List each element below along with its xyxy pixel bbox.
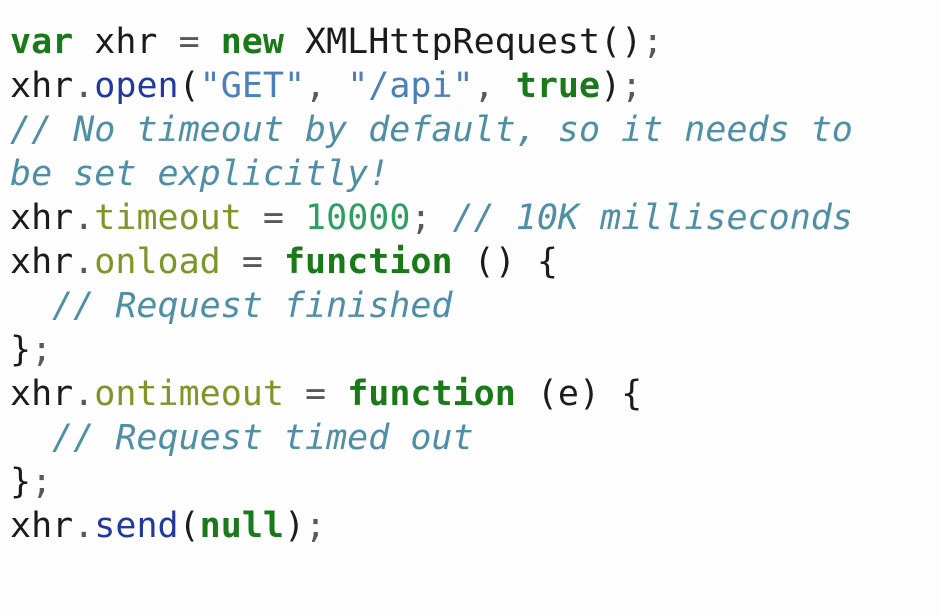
code-token-pl — [431, 198, 452, 238]
code-token-pl: (e) { — [515, 374, 643, 414]
code-token-pl — [326, 66, 347, 106]
code-token-kw: true — [515, 66, 601, 106]
code-token-pu: , — [305, 66, 327, 106]
code-token-pu: . — [73, 66, 95, 106]
code-token-pu: = — [178, 22, 200, 62]
code-token-pr: onload — [94, 242, 221, 282]
code-line: xhr.ontimeout = function (e) { — [10, 372, 934, 416]
code-token-pr: ontimeout — [94, 374, 284, 414]
code-token-pl — [221, 242, 242, 282]
code-token-co: // Request timed out — [10, 418, 474, 458]
code-token-pl: } — [10, 330, 32, 370]
code-token-pl: ( — [178, 506, 200, 546]
code-token-pl — [242, 198, 263, 238]
code-token-kw: function — [283, 242, 453, 282]
code-line: // Request timed out — [10, 416, 934, 460]
code-token-pl: xhr — [10, 506, 74, 546]
code-token-pl: xhr — [10, 66, 74, 106]
code-line: xhr.onload = function () { — [10, 240, 934, 284]
code-token-pu: . — [73, 198, 95, 238]
code-token-st: "/api" — [347, 66, 474, 106]
code-token-co: // Request finished — [10, 286, 453, 326]
code-token-pu: = — [241, 242, 263, 282]
code-token-pu: ; — [410, 198, 432, 238]
code-token-pl: ( — [178, 66, 200, 106]
code-token-pl: ) — [600, 66, 622, 106]
code-token-pu: . — [73, 374, 95, 414]
code-token-pu: = — [262, 198, 284, 238]
code-token-pu: , — [473, 66, 495, 106]
code-token-pu: ; — [31, 462, 53, 502]
code-block: var xhr = new XMLHttpRequest();xhr.open(… — [10, 20, 934, 548]
code-token-pl — [284, 374, 305, 414]
code-line: // No timeout by default, so it needs to — [10, 108, 934, 152]
code-token-pl — [284, 198, 305, 238]
code-line: xhr.timeout = 10000; // 10K milliseconds — [10, 196, 934, 240]
code-token-pl: ) — [283, 506, 306, 546]
code-token-co: // 10K milliseconds — [452, 198, 853, 238]
code-token-pl: XMLHttpRequest() — [283, 22, 643, 62]
code-token-fn: open — [94, 66, 179, 106]
code-line: var xhr = new XMLHttpRequest(); — [10, 20, 934, 64]
code-token-kw: null — [199, 506, 284, 546]
code-token-pl: () { — [452, 242, 558, 282]
code-line: }; — [10, 328, 934, 372]
code-token-pu: . — [73, 242, 95, 282]
code-token-pl: xhr — [10, 198, 74, 238]
code-token-kw: var — [10, 22, 74, 62]
code-token-pu: = — [305, 374, 327, 414]
code-token-pu: ; — [621, 66, 643, 106]
code-line: be set explicitly! — [10, 152, 934, 196]
code-token-kw: function — [347, 374, 516, 414]
code-token-kw: new — [220, 22, 284, 62]
code-line: xhr.send(null); — [10, 504, 934, 548]
code-token-pl: xhr — [10, 374, 74, 414]
code-token-pl — [200, 22, 221, 62]
code-token-nu: 10000 — [305, 198, 411, 238]
code-token-pl: xhr — [73, 22, 179, 62]
code-token-pu: ; — [31, 330, 53, 370]
code-token-pl: xhr — [10, 242, 74, 282]
code-line: xhr.open("GET", "/api", true); — [10, 64, 934, 108]
code-token-pu: ; — [642, 22, 664, 62]
code-token-pl — [326, 374, 347, 414]
code-token-pu: . — [73, 506, 95, 546]
code-token-pu: ; — [305, 506, 327, 546]
code-line: // Request finished — [10, 284, 934, 328]
code-token-pl: } — [10, 462, 32, 502]
code-token-pl — [263, 242, 284, 282]
code-token-st: "GET" — [199, 66, 306, 106]
code-line: }; — [10, 460, 934, 504]
code-token-co: // No timeout by default, so it needs to — [10, 110, 853, 150]
code-token-co: be set explicitly! — [10, 154, 390, 194]
code-token-pr: timeout — [94, 198, 242, 238]
code-token-pl — [495, 66, 516, 106]
code-token-fn: send — [94, 506, 179, 546]
code-content: var xhr = new XMLHttpRequest();xhr.open(… — [10, 20, 934, 548]
